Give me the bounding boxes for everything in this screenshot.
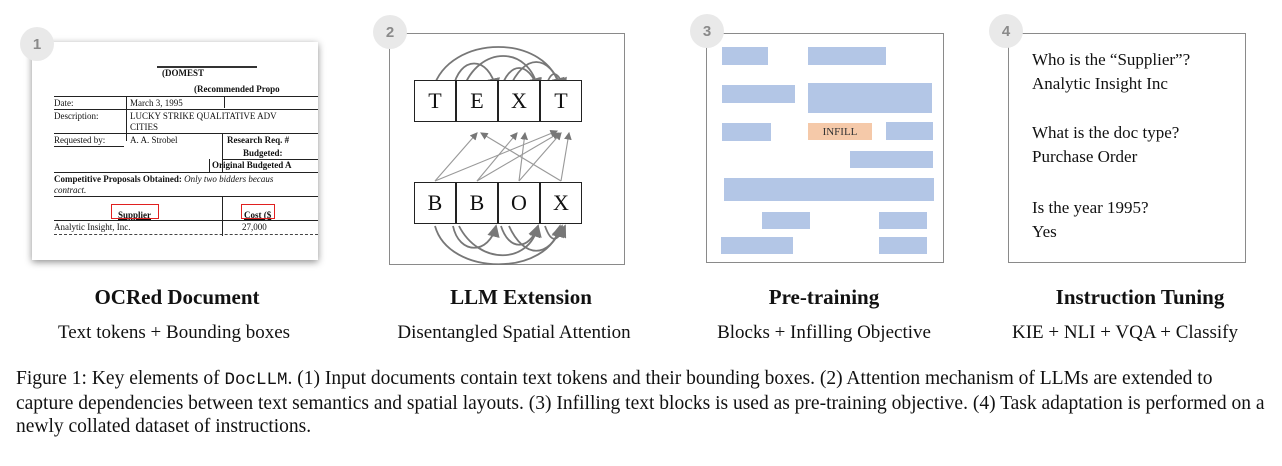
doc-col-rule: [209, 159, 210, 172]
doc-col-rule: [126, 97, 127, 141]
doc-requested-label: Requested by:: [54, 135, 106, 145]
doc-desc-value: LUCKY STRIKE QUALITATIVE ADV: [130, 111, 277, 121]
doc-rule: [54, 146, 124, 147]
ocr-document-image: (DOMEST (Recommended Propo Date: March 3…: [32, 42, 318, 260]
doc-rule: [54, 234, 318, 235]
answer-2: Purchase Order: [1032, 147, 1138, 166]
answer-1: Analytic Insight Inc: [1032, 74, 1168, 93]
panel-2-title: LLM Extension: [450, 285, 592, 309]
doc-desc-label: Description:: [54, 111, 99, 121]
panel-3-title: Pre-training: [768, 285, 880, 309]
doc-header-2: (Recommended Propo: [194, 84, 280, 94]
qa-pair-3: Is the year 1995? Yes: [1032, 196, 1149, 244]
text-token-cell: T: [540, 80, 582, 122]
question-2: What is the doc type?: [1032, 123, 1180, 142]
panel-4-subtitle: KIE + NLI + VQA + Classify: [1011, 322, 1238, 343]
text-block: [808, 47, 886, 65]
text-block: [721, 237, 793, 254]
bbox-token-cell: X: [540, 182, 582, 224]
bbox-token-cell: B: [414, 182, 456, 224]
instruction-panel-frame: [1008, 33, 1246, 263]
step-badge-2: 2: [373, 15, 407, 49]
text-block: [886, 122, 933, 140]
step-badge-3: 3: [690, 14, 724, 48]
doc-competitive-label: Competitive Proposals Obtained:: [54, 174, 182, 184]
supplier-bbox-highlight: [111, 204, 159, 219]
step-badge-1: 1: [20, 27, 54, 61]
text-block: [762, 212, 810, 229]
text-block: [879, 212, 927, 229]
text-block: [879, 237, 927, 254]
figure-caption: Figure 1: Key elements of DocLLM. (1) In…: [16, 367, 1272, 438]
doc-rule: [54, 172, 318, 173]
doc-competitive-note: Only two bidders becaus: [184, 174, 274, 184]
doc-rule: [222, 159, 318, 160]
text-block: [722, 47, 768, 65]
panel-3-subtitle: Blocks + Infilling Objective: [717, 322, 931, 343]
panel-1-subtitle: Text tokens + Bounding boxes: [57, 322, 291, 343]
step-badge-4: 4: [989, 14, 1023, 48]
bbox-token-cell: O: [498, 182, 540, 224]
doc-requested-value: A. A. Strobel: [130, 135, 178, 145]
text-block: [724, 178, 934, 201]
doc-scan-line: [157, 66, 257, 68]
doc-desc-value-2: CITIES: [130, 122, 158, 132]
cost-bbox-highlight: [241, 204, 275, 219]
doc-row-supplier: Analytic Insight, Inc.: [54, 222, 131, 232]
doc-header-1: (DOMEST: [162, 68, 205, 78]
doc-rule: [54, 133, 318, 134]
text-block: [722, 85, 795, 103]
text-token-cell: X: [498, 80, 540, 122]
qa-pair-2: What is the doc type? Purchase Order: [1032, 121, 1179, 169]
caption-prefix: Figure 1: Key elements of: [16, 368, 225, 389]
answer-3: Yes: [1032, 222, 1057, 241]
doc-row-cost: 27,000: [242, 222, 267, 232]
panel-2-subtitle: Disentangled Spatial Attention: [397, 322, 631, 343]
doc-col-rule: [222, 134, 223, 172]
doc-contract-text: contract.: [54, 185, 87, 195]
panel-1-title: OCRed Document: [94, 285, 260, 309]
doc-budgeted-label: Budgeted:: [243, 148, 283, 158]
qa-pair-1: Who is the “Supplier”? Analytic Insight …: [1032, 48, 1190, 96]
infill-block: INFILL: [808, 123, 872, 140]
doc-col-rule: [224, 97, 225, 108]
doc-rule: [54, 220, 318, 221]
doc-rule: [54, 196, 318, 197]
attention-arrows: [432, 46, 572, 265]
text-token-cell: T: [414, 80, 456, 122]
caption-body: . (1) Input documents contain text token…: [16, 368, 1265, 437]
doc-supplier-header: Supplier: [118, 210, 152, 220]
text-block: [722, 123, 771, 141]
doc-col-rule: [222, 196, 223, 236]
doc-rule: [54, 96, 318, 97]
doc-date-label: Date:: [54, 98, 74, 108]
panel-4-title: Instruction Tuning: [1055, 285, 1225, 309]
doc-cost-header: Cost ($: [244, 210, 272, 220]
text-block: [808, 83, 932, 113]
doc-original-budget: Original Budgeted A: [212, 160, 292, 170]
doc-date-value: March 3, 1995: [130, 98, 183, 108]
doc-research-label: Research Req. #: [227, 135, 290, 145]
question-3: Is the year 1995?: [1032, 198, 1149, 217]
caption-model-name: DocLLM: [224, 370, 288, 390]
text-block: [850, 151, 933, 168]
bbox-token-cell: B: [456, 182, 498, 224]
doc-rule: [54, 109, 318, 110]
question-1: Who is the “Supplier”?: [1032, 50, 1191, 69]
text-token-cell: E: [456, 80, 498, 122]
